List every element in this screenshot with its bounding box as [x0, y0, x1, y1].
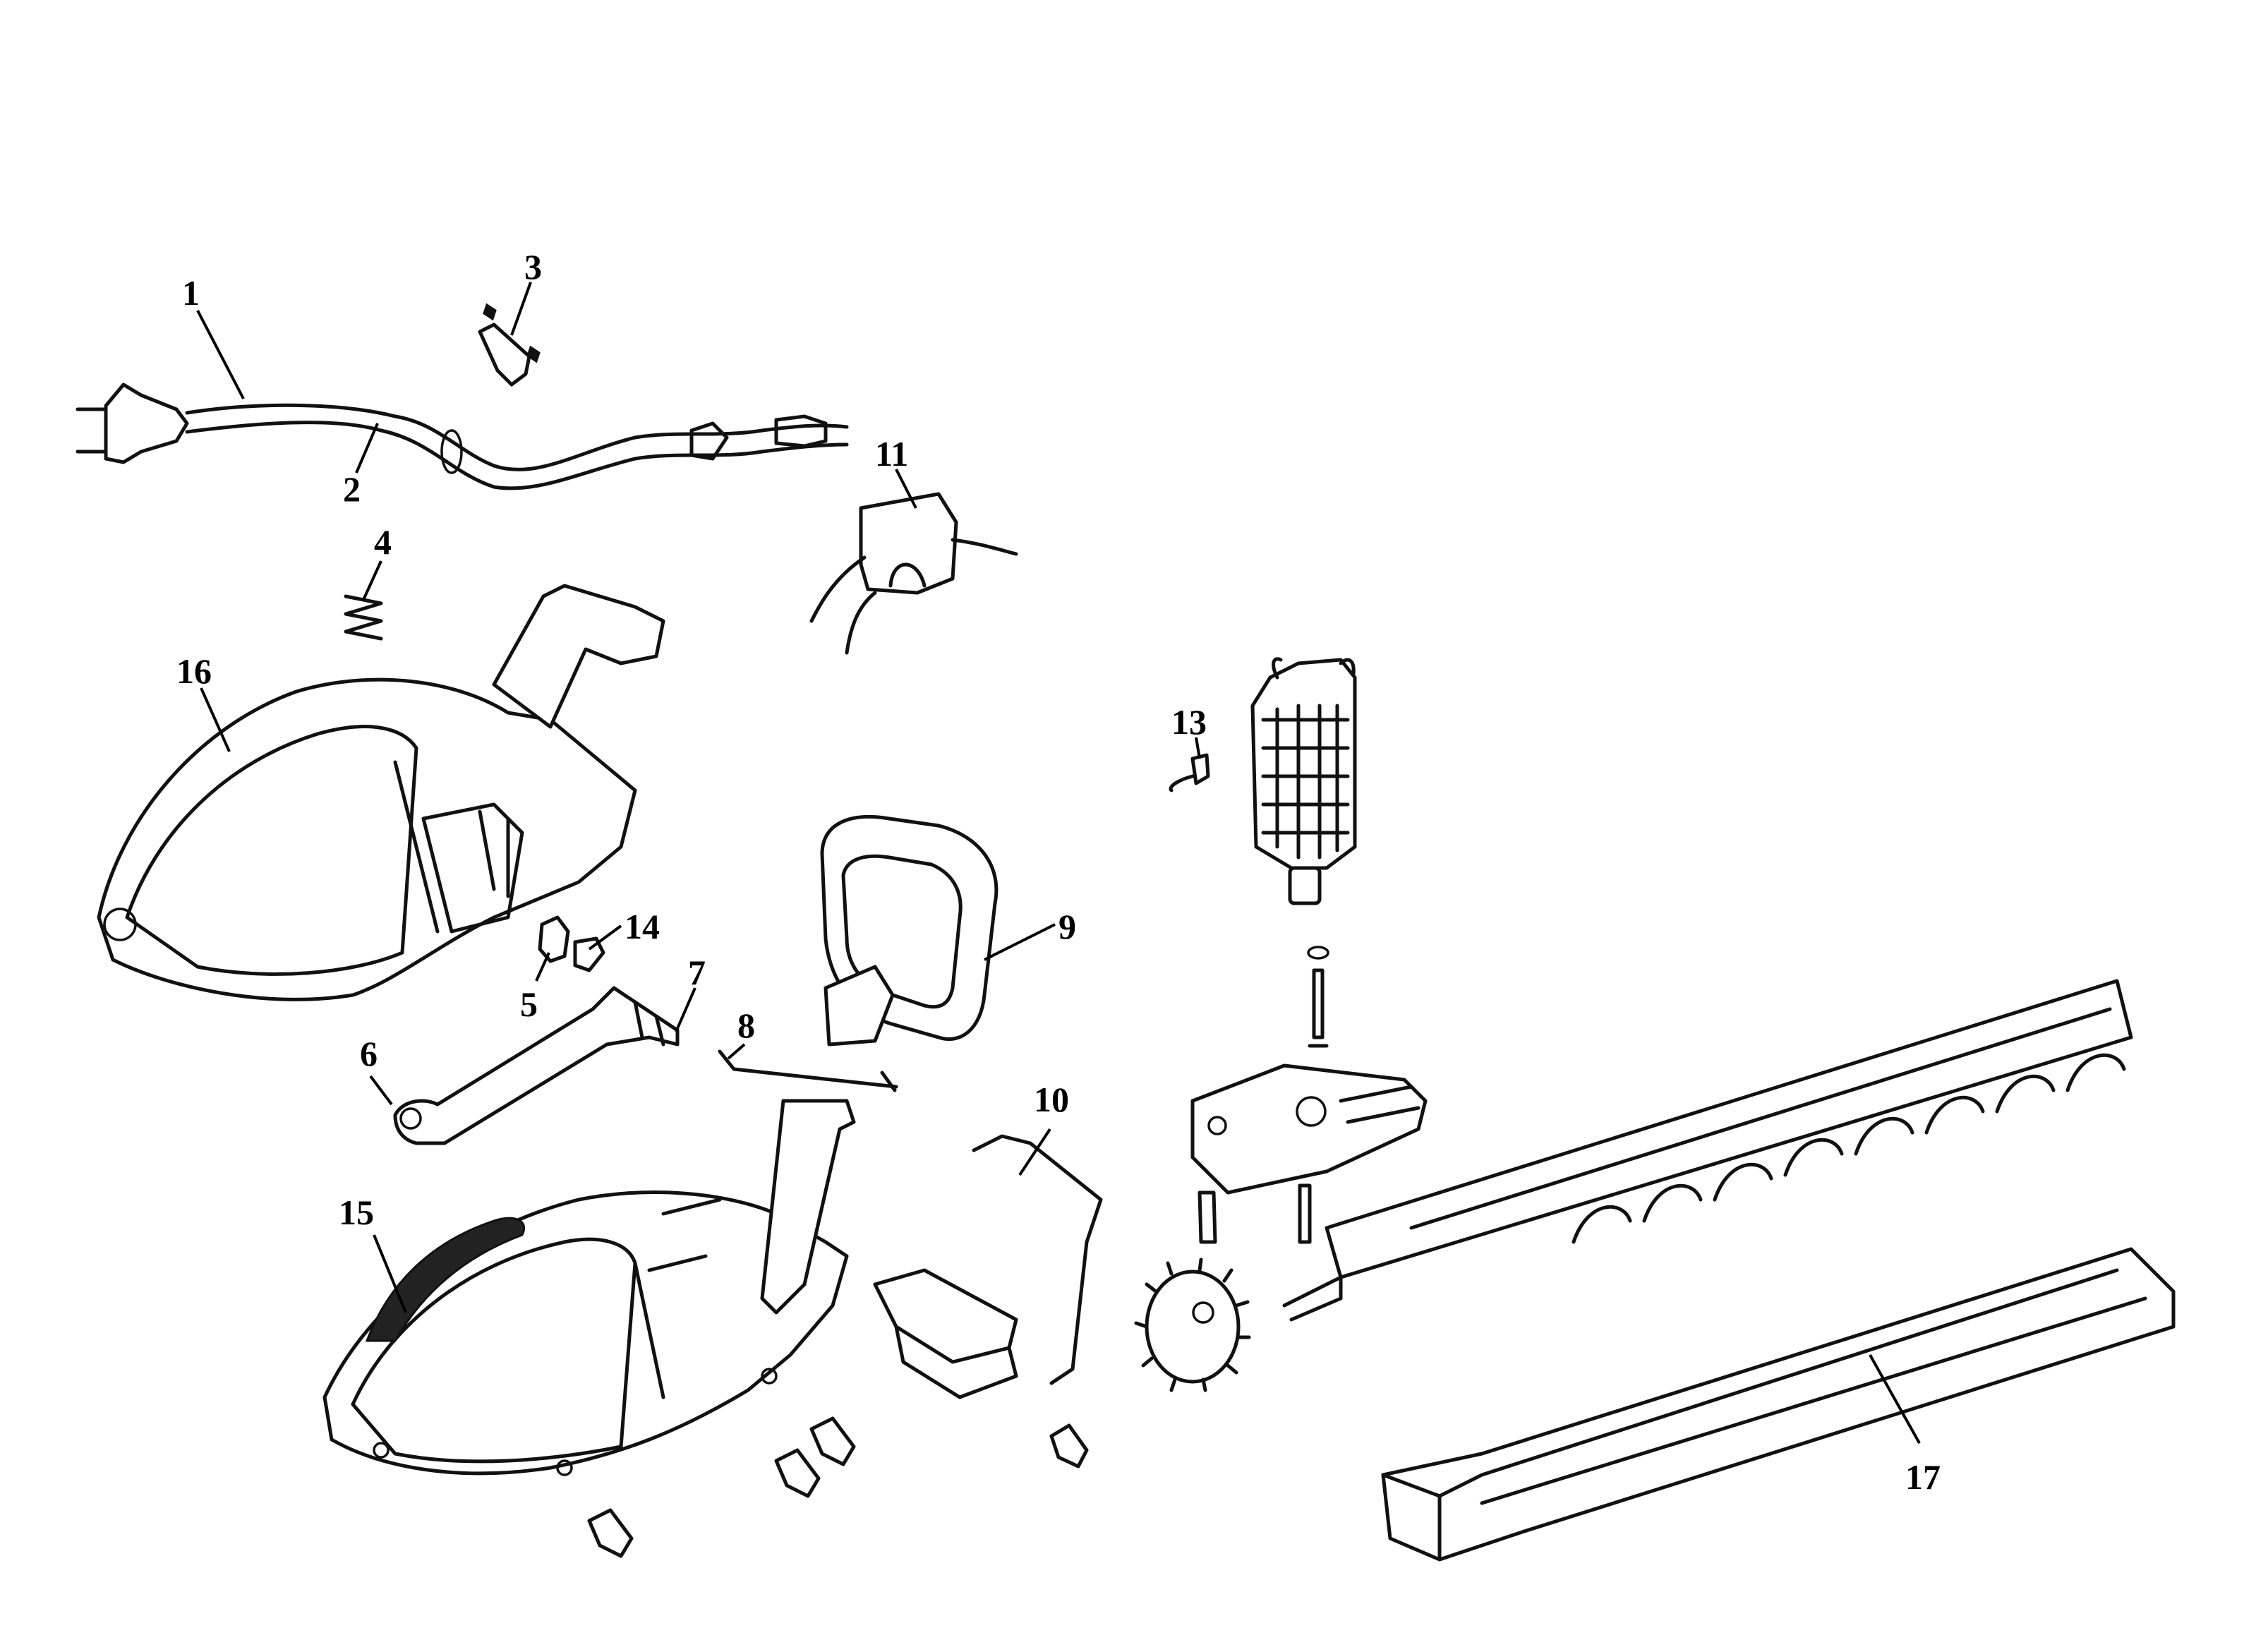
rear-housing — [97, 584, 665, 1001]
connector — [1169, 753, 1210, 792]
callout-10: 10 — [1034, 1080, 1069, 1119]
callout-16: 16 — [176, 651, 212, 691]
motor-mounting-bolts — [1198, 946, 1329, 1244]
blade-scabbard — [1381, 1247, 2176, 1562]
callout-15: 15 — [339, 1193, 374, 1232]
wire-link — [718, 1049, 898, 1092]
callout-6: 6 — [360, 1034, 378, 1073]
callout-8: 8 — [737, 1006, 755, 1045]
callout-3: 3 — [524, 247, 542, 287]
callout-4: 4 — [374, 522, 392, 562]
motor — [1250, 657, 1357, 905]
callout-11: 11 — [875, 434, 908, 474]
hand-guard — [820, 814, 999, 1047]
cable-clamp — [478, 303, 541, 387]
leader-lines — [196, 282, 1921, 1444]
drive-gear — [1134, 1258, 1251, 1392]
callout-9: 9 — [1058, 907, 1076, 946]
callout-2: 2 — [343, 469, 361, 509]
cutter-blade — [1282, 979, 2133, 1322]
callout-7: 7 — [688, 953, 706, 992]
gearbox-plate — [1190, 1063, 1428, 1195]
spring — [344, 594, 383, 641]
trigger-lever — [393, 986, 680, 1145]
blade-guard-bracket — [873, 1134, 1103, 1399]
callout-1: 1 — [182, 273, 200, 313]
power-cord — [76, 382, 849, 490]
switch-contact — [573, 936, 605, 972]
callout-13: 13 — [1171, 702, 1207, 742]
callout-17: 17 — [1905, 1457, 1941, 1497]
housing-screws — [587, 1416, 1089, 1558]
switch-block — [809, 492, 1018, 655]
callouts: 1 2 3 4 16 11 13 14 5 7 6 8 9 10 15 17 — [176, 247, 1941, 1497]
callout-14: 14 — [625, 907, 660, 946]
switch-actuator — [538, 915, 570, 963]
front-housing — [322, 1099, 856, 1476]
callout-5: 5 — [520, 984, 538, 1024]
